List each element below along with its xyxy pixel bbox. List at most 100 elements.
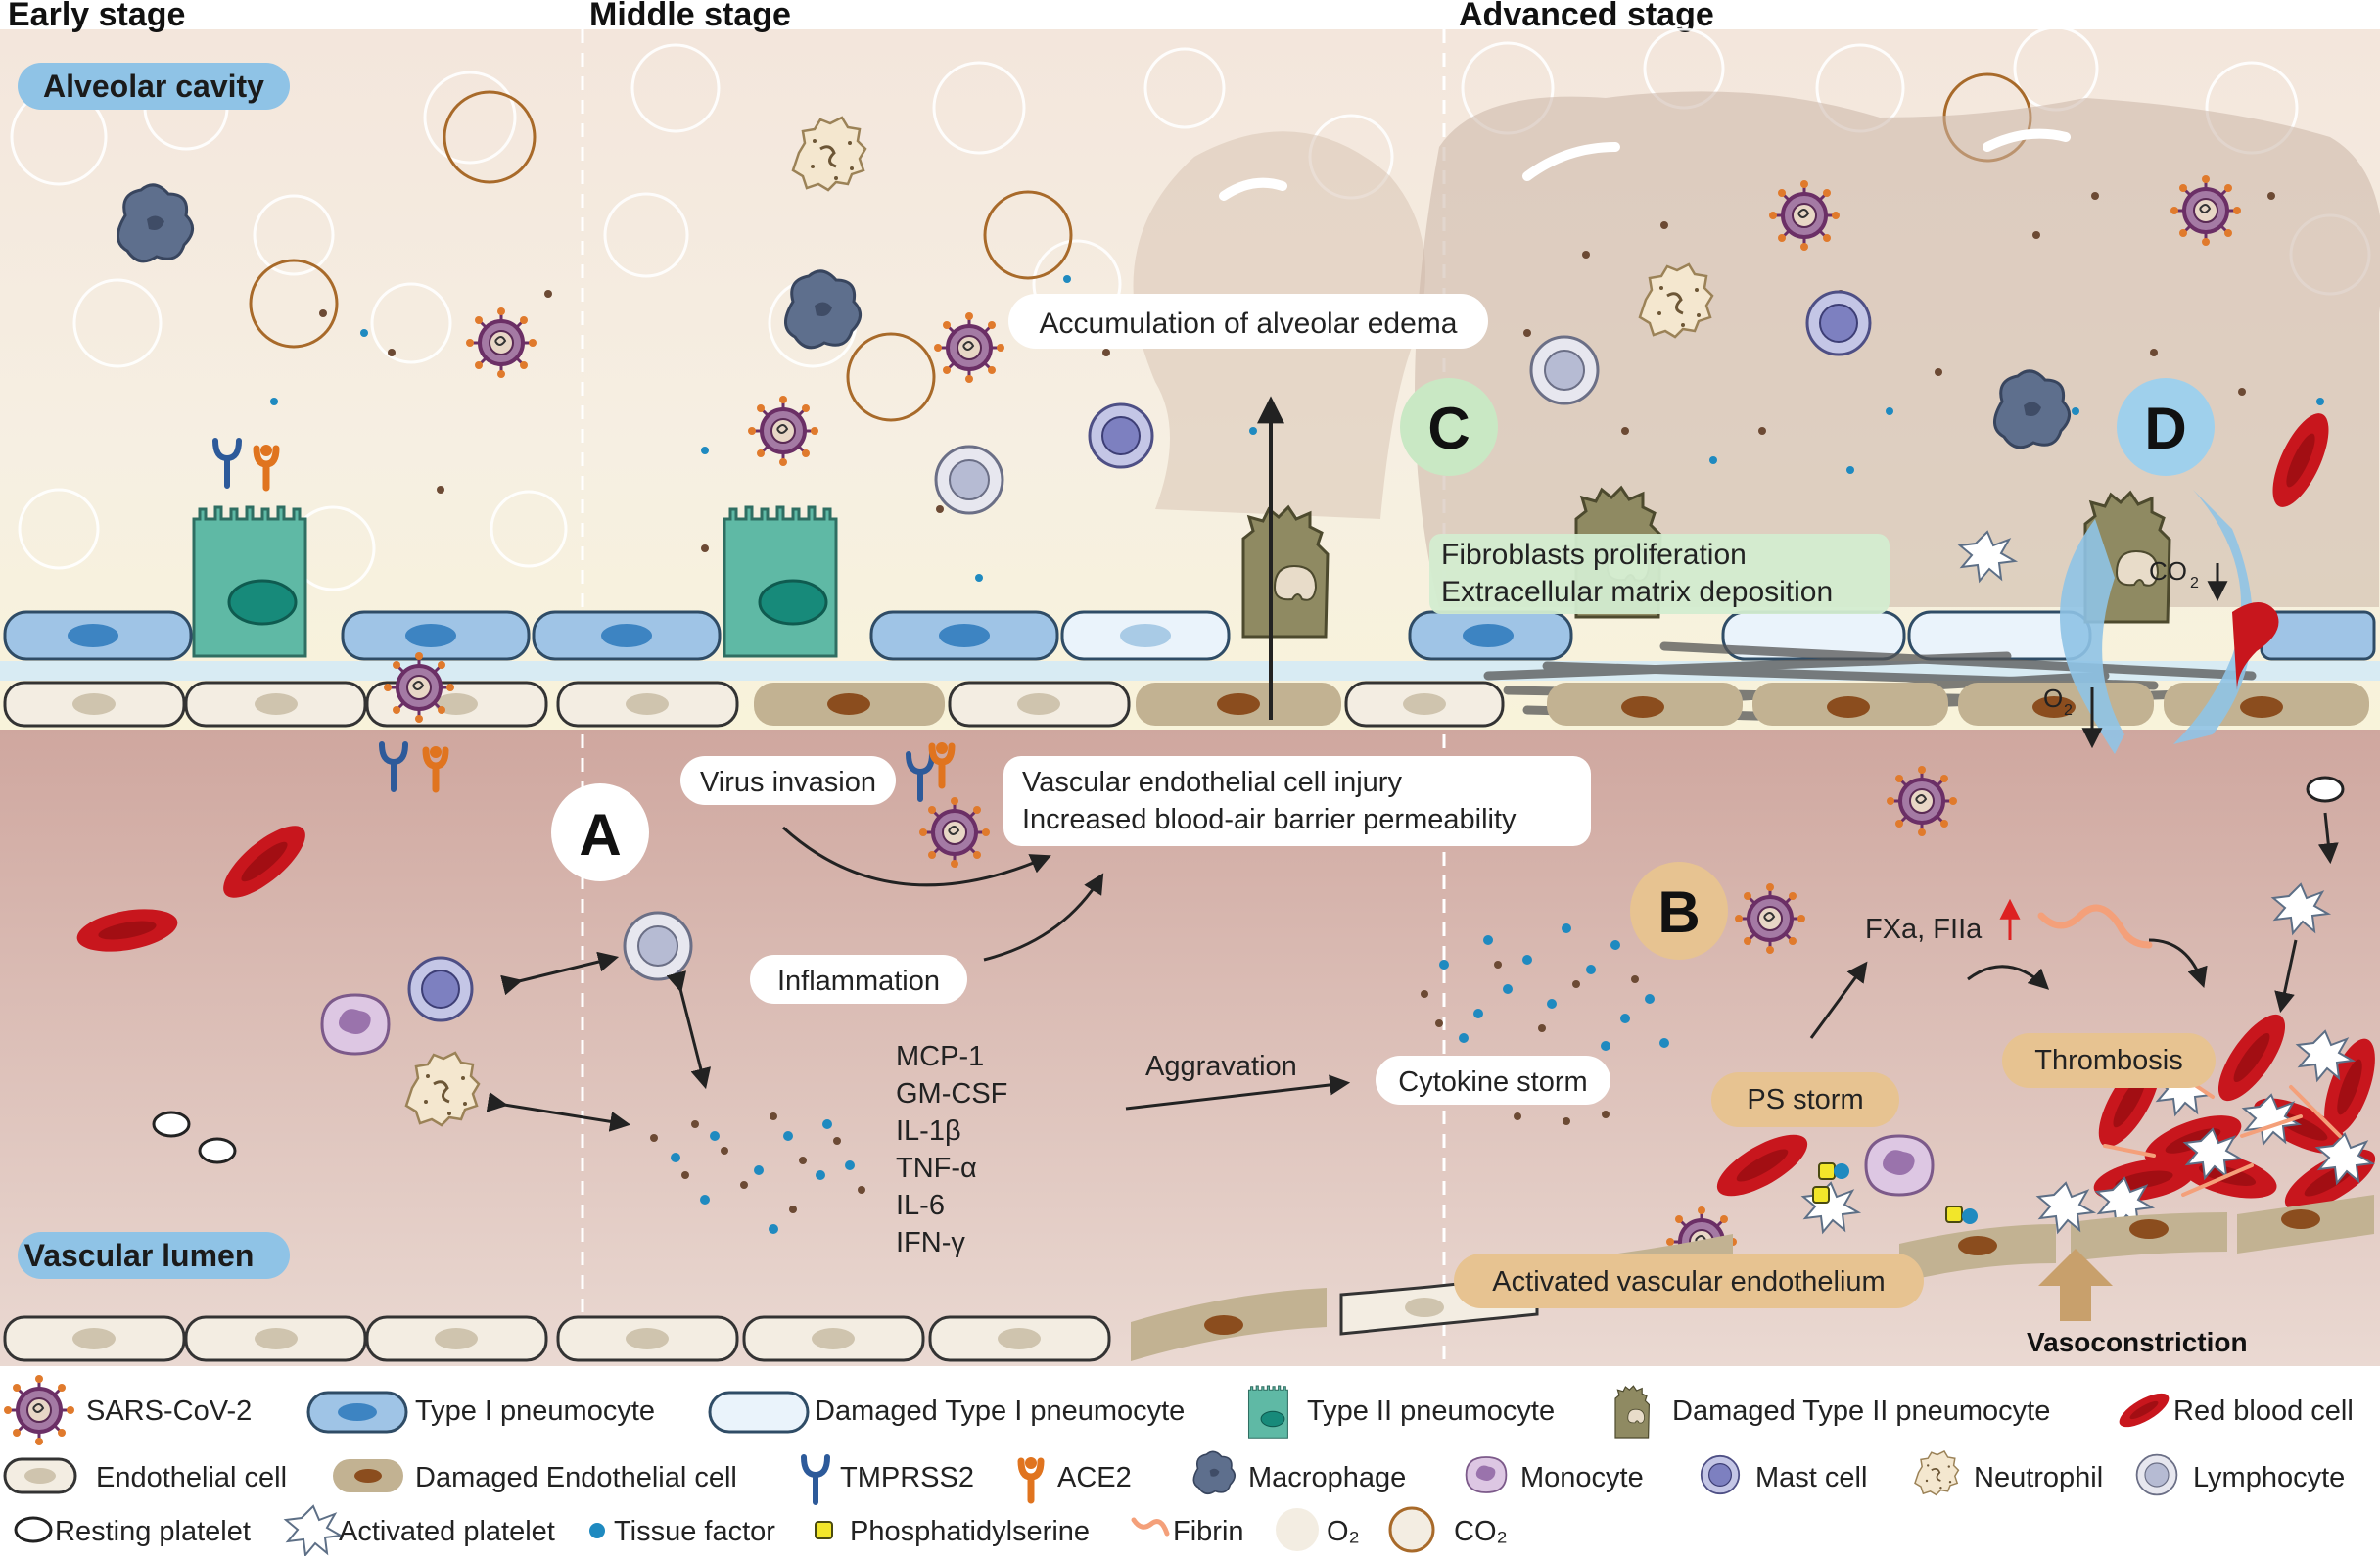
cytokine-storm-dots bbox=[1421, 923, 1669, 1125]
sars-cov-2-icon bbox=[2169, 173, 2243, 248]
co2-gas-subscript: 2 bbox=[2190, 575, 2199, 591]
epithelium-row bbox=[3, 610, 2376, 661]
legend-tissue-factor-label: Tissue factor bbox=[614, 1516, 775, 1547]
legend-monocyte-icon bbox=[1465, 1456, 1508, 1493]
legend-ace2-label: ACE2 bbox=[1057, 1462, 1132, 1493]
ps-storm-label: PS storm bbox=[1747, 1084, 1863, 1115]
thrombosis-box bbox=[2002, 1033, 2216, 1088]
macrophage-icon bbox=[783, 269, 863, 350]
resting-platelet-icon bbox=[198, 1137, 237, 1164]
inflammation-arrow bbox=[983, 873, 1104, 962]
aggravation-arrow bbox=[1125, 1074, 1351, 1111]
sars-cov-2-icon bbox=[932, 310, 1006, 385]
edema-label: Accumulation of alveolar edema bbox=[1040, 307, 1458, 340]
o2-exchange-arrow bbox=[2060, 519, 2124, 754]
fibrin-strand bbox=[2037, 904, 2153, 949]
panel-a-badge bbox=[551, 783, 649, 881]
stage-early-label: Early stage bbox=[8, 0, 185, 33]
lymph-mast-arrow bbox=[500, 951, 620, 996]
lymphocyte-icon bbox=[1529, 335, 1600, 405]
legend-ps-icon bbox=[815, 1521, 833, 1539]
alveolar-cavity-pill bbox=[18, 63, 290, 110]
cytokine-dots-left bbox=[650, 1112, 865, 1234]
fxa-label: FXa, FIIa bbox=[1865, 914, 1983, 945]
inflammation-label: Inflammation bbox=[777, 966, 940, 997]
legend-sars-icon bbox=[2, 1373, 76, 1447]
macrophage-icon bbox=[116, 183, 195, 263]
legend-fibrin-icon bbox=[1131, 1517, 1170, 1537]
legend-monocyte-label: Monocyte bbox=[1520, 1462, 1644, 1493]
mast-cell-icon bbox=[407, 956, 474, 1022]
legend-o2-icon bbox=[1276, 1508, 1319, 1551]
stage-middle-label: Middle stage bbox=[589, 0, 791, 33]
legend-rbc-label: Red blood cell bbox=[2173, 1395, 2354, 1427]
sars-cov-2-icon bbox=[1767, 178, 1842, 253]
alveolar-cavity-label: Alveolar cavity bbox=[43, 69, 264, 104]
monocyte-icon bbox=[1864, 1134, 1935, 1197]
legend-tmprss2-label: TMPRSS2 bbox=[840, 1462, 974, 1493]
resting-platelet-icon bbox=[2306, 776, 2345, 803]
legend-fibrin-label: Fibrin bbox=[1173, 1516, 1244, 1547]
cytokine-item: GM-CSF bbox=[896, 1078, 1007, 1110]
inflammation-box bbox=[750, 955, 967, 1004]
legend-damaged-type2-label: Damaged Type II pneumocyte bbox=[1672, 1395, 2050, 1427]
legend-type1-label: Type I pneumocyte bbox=[415, 1395, 655, 1427]
activated-endothelium-box bbox=[1454, 1254, 1924, 1308]
rbc-capillary bbox=[2232, 602, 2279, 690]
legend-neutrophil-label: Neutrophil bbox=[1974, 1462, 2103, 1493]
legend-activated-platelet-label: Activated platelet bbox=[339, 1516, 555, 1547]
mast-cell-icon bbox=[1805, 290, 1872, 356]
cytokine-item: IFN-γ bbox=[896, 1227, 965, 1258]
legend-mast-label: Mast cell bbox=[1755, 1462, 1867, 1493]
sars-cov-2-icon bbox=[746, 394, 820, 468]
legend: SARS-CoV-2 Type I pneumocyte Damaged Typ… bbox=[2, 1373, 2354, 1556]
panel-b-badge bbox=[1630, 862, 1728, 960]
cytokine-item: IL-6 bbox=[896, 1190, 945, 1221]
sars-cov-2-icon bbox=[1885, 764, 1959, 838]
lymph-cytokine-arrow bbox=[666, 970, 712, 1090]
cytokine-item: TNF-α bbox=[896, 1153, 977, 1184]
vascular-lumen-pill bbox=[18, 1232, 290, 1279]
panel-d-letter: D bbox=[2144, 396, 2186, 461]
neutro-cytokine-arrow bbox=[486, 1091, 631, 1132]
ps-to-fxa-arrow bbox=[1809, 961, 1868, 1039]
ecm-label: Extracellular matrix deposition bbox=[1441, 576, 1833, 608]
virus-invasion-label: Virus invasion bbox=[700, 767, 876, 798]
aggravation-label: Aggravation bbox=[1145, 1051, 1297, 1082]
panel-c-badge bbox=[1400, 378, 1498, 476]
panel-a-letter: A bbox=[579, 802, 621, 868]
o2-gas-subscript: 2 bbox=[2064, 702, 2073, 719]
cytokine-item: IL-1β bbox=[896, 1115, 961, 1147]
legend-resting-platelet-icon bbox=[14, 1516, 53, 1543]
virus-invasion-box bbox=[680, 756, 896, 805]
cytokine-list: MCP-1 GM-CSF IL-1β TNF-α IL-6 IFN-γ bbox=[896, 1041, 1007, 1258]
monocyte-icon bbox=[320, 993, 391, 1056]
endothelium-row-top bbox=[3, 681, 2369, 728]
fibrosis-label-box bbox=[1429, 534, 1890, 614]
panel-d-badge bbox=[2117, 378, 2215, 476]
vasoconstriction-label: Vasoconstriction bbox=[2027, 1327, 2248, 1357]
legend-damaged-endo-label: Damaged Endothelial cell bbox=[415, 1462, 737, 1493]
edema-blob-advanced bbox=[1415, 91, 2380, 607]
alveolar-brown-dots bbox=[319, 192, 2275, 552]
legend-damaged-type1-icon bbox=[708, 1391, 810, 1434]
sars-cov-2-icon bbox=[382, 650, 456, 725]
legend-macrophage-label: Macrophage bbox=[1248, 1462, 1406, 1493]
vasoconstriction-arrow bbox=[2038, 1249, 2113, 1321]
lymphocyte-icon bbox=[623, 911, 693, 981]
mast-cell-icon bbox=[1088, 402, 1154, 469]
co2-gas-label: CO bbox=[2149, 556, 2187, 586]
lymphocyte-icon bbox=[934, 445, 1004, 515]
co2-exchange-arrow bbox=[2173, 490, 2253, 744]
legend-co2-icon bbox=[1388, 1506, 1435, 1553]
legend-mast-icon bbox=[1700, 1454, 1741, 1495]
injury-box bbox=[1003, 756, 1591, 846]
sars-cov-2-icon bbox=[917, 795, 992, 870]
edema-label-box bbox=[1008, 294, 1488, 349]
legend-lymphocyte-icon bbox=[2135, 1453, 2178, 1496]
legend-co2-label: CO₂ bbox=[1454, 1516, 1508, 1547]
legend-tissue-factor-icon bbox=[589, 1523, 605, 1538]
o2-gas-label: O bbox=[2043, 684, 2063, 713]
cytokine-item: MCP-1 bbox=[896, 1041, 984, 1072]
